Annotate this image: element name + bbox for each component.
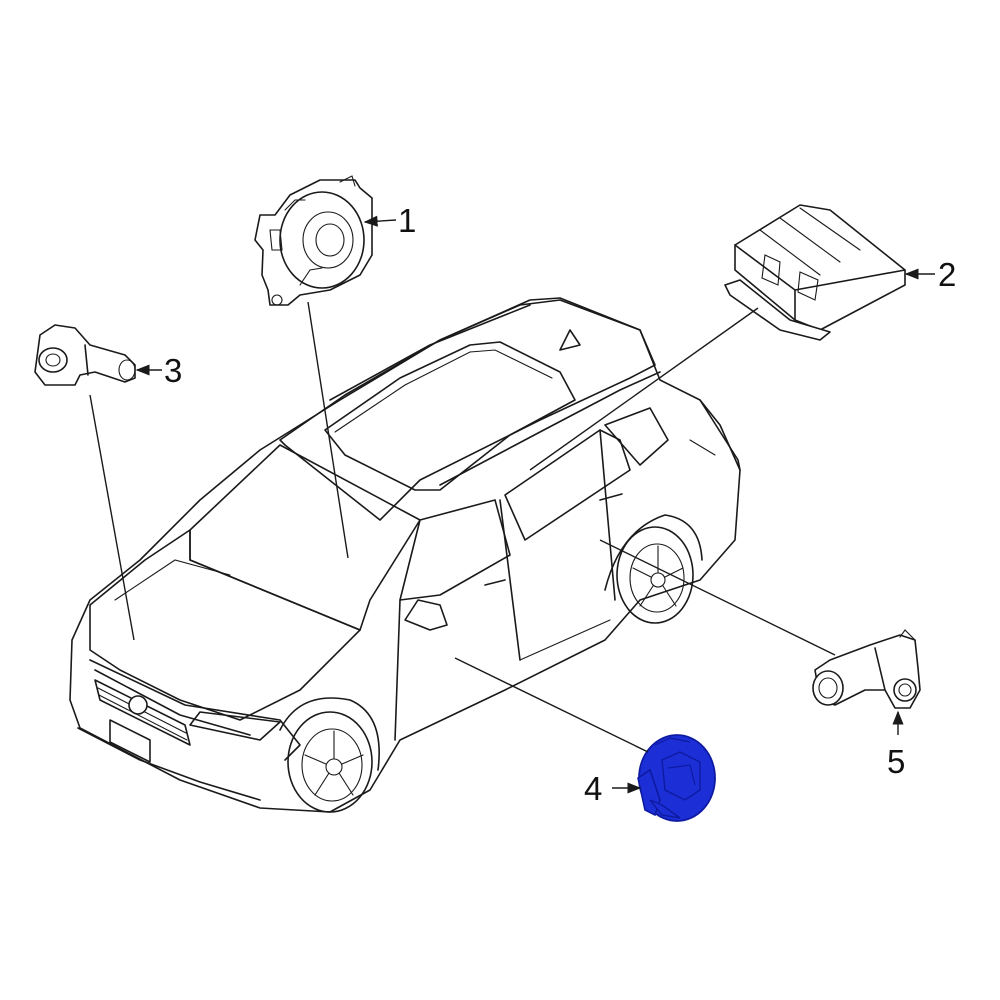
vehicle-suv-illustration [69,297,741,813]
callout-label-4: 4 [584,770,602,807]
part-1-clock-spring-illustration [254,175,373,306]
callout-label-2: 2 [938,256,956,293]
part-4-highlighted-sensor-illustration [637,734,716,822]
callout-label-3: 3 [164,352,182,389]
leader-lines [89,301,836,753]
part-2-airbag-control-module-illustration [724,204,906,341]
leader-line-3 [89,394,135,641]
leader-line-2 [529,307,759,471]
callout-label-1: 1 [398,202,416,239]
leader-line-4 [454,657,649,753]
part-5-impact-sensor-illustration [812,629,921,709]
callout-arrow-1 [363,215,397,227]
callout-arrows [135,215,935,794]
leader-line-1 [307,301,349,559]
part-3-impact-sensor-illustration [34,324,136,386]
leader-line-5 [599,539,836,656]
callout-label-5: 5 [887,743,905,780]
